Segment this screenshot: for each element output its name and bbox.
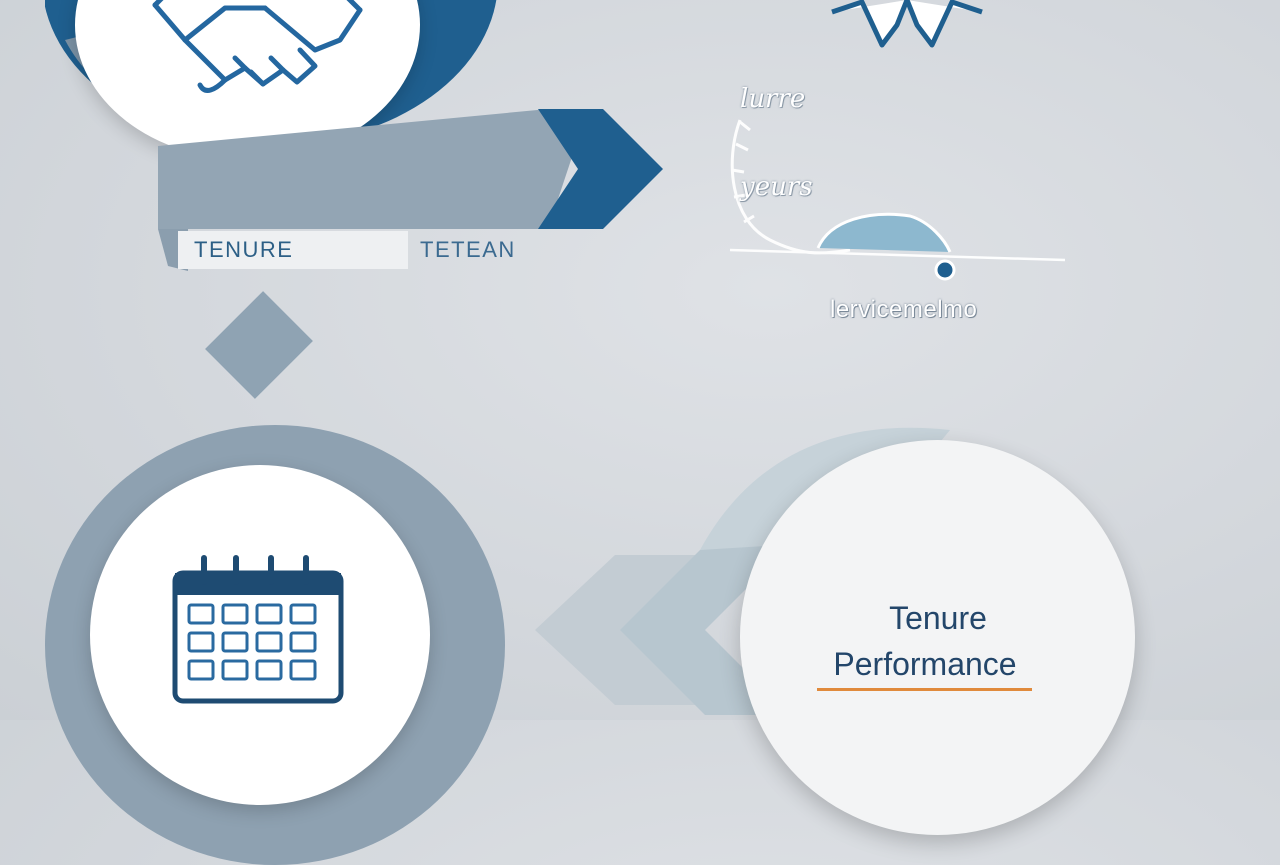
- calendar-circle: [90, 465, 430, 805]
- handshake-icon: [152, 0, 363, 93]
- laurel-wreath-icon: [729, 119, 1066, 281]
- service-label: lervicemelmo: [830, 296, 978, 323]
- circle-subtitle: Performance: [833, 646, 1017, 682]
- ribbon-badge-icon: [831, 0, 983, 48]
- calendar-icon: [172, 555, 344, 704]
- script-label-top: lurre: [740, 84, 806, 114]
- circle-title: Tenure: [889, 600, 987, 636]
- diamond-connector: [205, 291, 313, 399]
- secondary-tab[interactable]: TETEAN: [420, 237, 516, 262]
- tenure-performance-circle: [740, 440, 1135, 835]
- accent-underline: [817, 688, 1032, 691]
- script-label-mid: yeurs: [740, 172, 813, 202]
- tenure-tab[interactable]: TENURE: [178, 231, 408, 269]
